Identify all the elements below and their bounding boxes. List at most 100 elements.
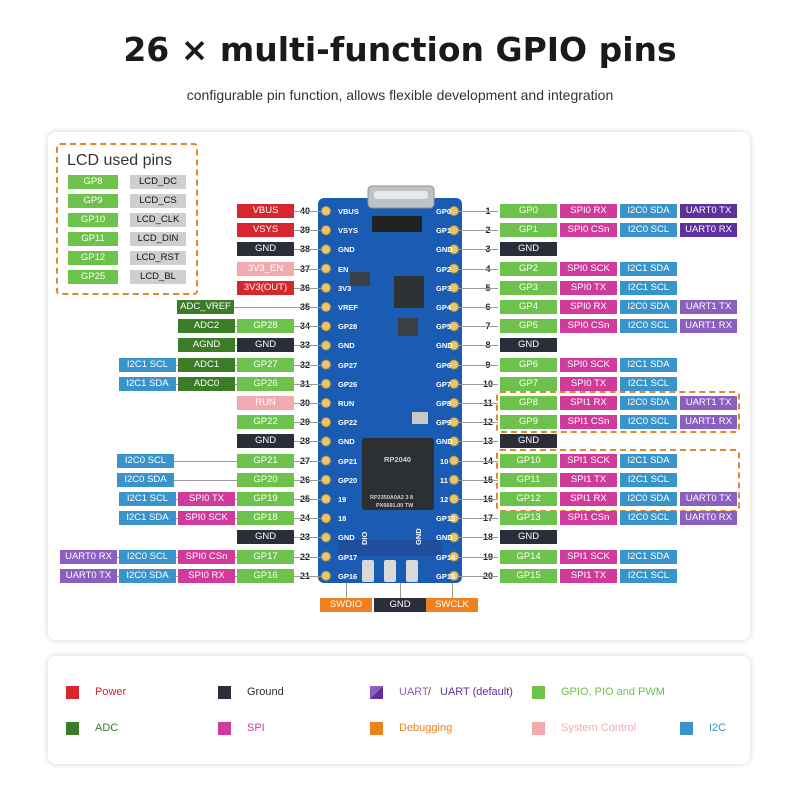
pin-label-spi1-csn: SPI1 CSn — [560, 511, 617, 526]
pin-label-i2c1-scl: I2C1 SCL — [620, 280, 677, 295]
pin-connector-line — [458, 403, 498, 404]
pin-label-i2c1-sda: I2C1 SDA — [119, 376, 176, 391]
lcd-signal-label: LCD_BL — [130, 270, 186, 284]
pin-label-i2c1-scl: I2C1 SCL — [119, 492, 176, 506]
board-pin-label: GP1 — [436, 226, 452, 236]
legend-label-adc: ADC — [95, 722, 119, 734]
pin-connector-line — [292, 307, 322, 308]
pin-label-gp20: GP20 — [237, 472, 294, 487]
pin-connector-line — [458, 249, 498, 251]
pin-label-i2c0-scl: I2C0 SCL — [620, 511, 677, 526]
lcd-gpio-label: GP11 — [68, 232, 118, 246]
pin-label-gp16: GP16 — [237, 568, 294, 583]
pin-connector-line — [458, 287, 498, 289]
pin-label-gnd: GND — [500, 530, 557, 545]
pin-label-adc2: ADC2 — [178, 319, 235, 334]
pin-label-spi1-rx: SPI1 RX — [560, 492, 617, 506]
lcd-pins-title: LCD used pins — [67, 152, 172, 169]
pin-connector-line — [292, 249, 322, 251]
pin-label-i2c1-scl: I2C1 SCL — [620, 568, 677, 583]
pin-label-uart1-rx: UART1 RX — [680, 319, 737, 334]
board-pin-label: GP7 — [436, 379, 452, 389]
board-pin-label: GND — [338, 533, 355, 543]
pin-label-adc1: ADC1 — [178, 357, 235, 372]
board-pin-label: GP16 — [338, 571, 358, 581]
legend-swatch-system-control — [532, 722, 545, 735]
pin-label-gp0: GP0 — [500, 204, 557, 218]
pin-label-i2c1-scl: I2C1 SCL — [119, 357, 176, 372]
lcd-gpio-label: GP9 — [68, 194, 118, 208]
pin-label-i2c1-sda: I2C1 SDA — [620, 549, 677, 564]
board-pin-label: GP22 — [338, 418, 358, 428]
pin-connector-line — [458, 326, 498, 328]
pin-connector-line — [292, 499, 322, 500]
pin-connector-line — [346, 583, 347, 598]
pin-label-gp28: GP28 — [237, 319, 294, 334]
pin-connector-line — [177, 307, 297, 308]
pin-connector-line — [458, 383, 498, 385]
page-subtitle: configurable pin function, allows flexib… — [186, 87, 614, 103]
pin-label-gnd: GND — [237, 242, 294, 257]
board-pin-label: GP13 — [436, 514, 456, 524]
board-pin-label: 12 — [440, 495, 449, 504]
legend-swatch-adc — [66, 722, 79, 735]
pin-label-gp27: GP27 — [237, 357, 294, 372]
pin-label-gp3: GP3 — [500, 280, 557, 295]
pin-label-spi0-rx: SPI0 RX — [560, 300, 617, 314]
pin-connector-line — [458, 268, 498, 270]
pin-label-gp10: GP10 — [500, 453, 557, 468]
legend-label-uart-default: UART (default) — [440, 686, 513, 698]
pin-label-i2c0-scl: I2C0 SCL — [620, 319, 677, 334]
pin-label-adc-vref: ADC_VREF — [177, 300, 234, 314]
chip-marking: RP2350A0A2 3 8 — [370, 495, 414, 501]
board-pin-label: GP15 — [436, 571, 456, 581]
pin-label-gp9: GP9 — [500, 415, 557, 430]
pin-label-spi0-tx: SPI0 TX — [560, 280, 617, 295]
pin-connector-line — [458, 537, 498, 539]
lcd-signal-label: LCD_CLK — [130, 213, 186, 227]
pin-connector-line — [292, 211, 322, 212]
board-pin-label: GP21 — [338, 456, 358, 466]
pin-label-gnd: GND — [237, 434, 294, 449]
pin-label-i2c0-scl: I2C0 SCL — [620, 223, 677, 238]
pin-connector-line — [458, 518, 498, 520]
pin-connector-line — [458, 575, 498, 577]
board-pin-label: VREF — [338, 303, 359, 312]
lcd-gpio-label: GP10 — [68, 213, 118, 227]
pin-label-spi1-sck: SPI1 SCK — [560, 453, 617, 468]
pin-label-gp21: GP21 — [237, 453, 294, 468]
legend-label-gpio-pio-and-pwm: GPIO, PIO and PWM — [561, 686, 665, 698]
pin-connector-line — [292, 383, 322, 385]
pin-label-i2c1-scl: I2C1 SCL — [620, 376, 677, 391]
pin-label-gnd: GND — [500, 242, 557, 257]
board-pin-label: GND — [338, 245, 355, 255]
pin-label-spi0-tx: SPI0 TX — [560, 376, 617, 391]
pin-connector-line — [292, 537, 322, 539]
board-pin-label: GND — [436, 437, 453, 447]
pin-label-spi0-sck: SPI0 SCK — [178, 511, 235, 526]
legend-label-separator: / — [428, 686, 432, 698]
board-pin-label: GND — [436, 245, 453, 255]
pin-label-gp4: GP4 — [500, 300, 557, 314]
board-pin-label: GND — [414, 528, 423, 545]
board-pin-label: EN — [338, 264, 349, 274]
pin-label-spi0-rx: SPI0 RX — [560, 204, 617, 218]
pin-label-i2c1-sda: I2C1 SDA — [620, 453, 677, 468]
pin-label-i2c0-sda: I2C0 SDA — [620, 396, 677, 410]
pin-connector-line — [292, 422, 322, 424]
pin-label-i2c1-sda: I2C1 SDA — [620, 261, 677, 276]
pin-connector-line — [458, 479, 498, 481]
pin-label-spi1-tx: SPI1 TX — [560, 472, 617, 487]
page-title: 26 × multi-function GPIO pins — [123, 30, 677, 69]
board-pin-label: RUN — [338, 399, 355, 408]
pin-connector-line — [292, 268, 322, 270]
board-pin-label: GND — [338, 437, 355, 447]
pin-label-gnd: GND — [374, 598, 426, 612]
legend-label-power: Power — [95, 686, 127, 698]
lcd-gpio-label: GP25 — [68, 270, 118, 284]
legend-swatch-uart — [370, 686, 383, 699]
board-pin-label: 10 — [440, 456, 449, 466]
pin-label-uart1-rx: UART1 RX — [680, 415, 737, 430]
chip-marking: PX6691.00 TW — [376, 503, 414, 509]
pin-label-gnd: GND — [237, 338, 294, 353]
